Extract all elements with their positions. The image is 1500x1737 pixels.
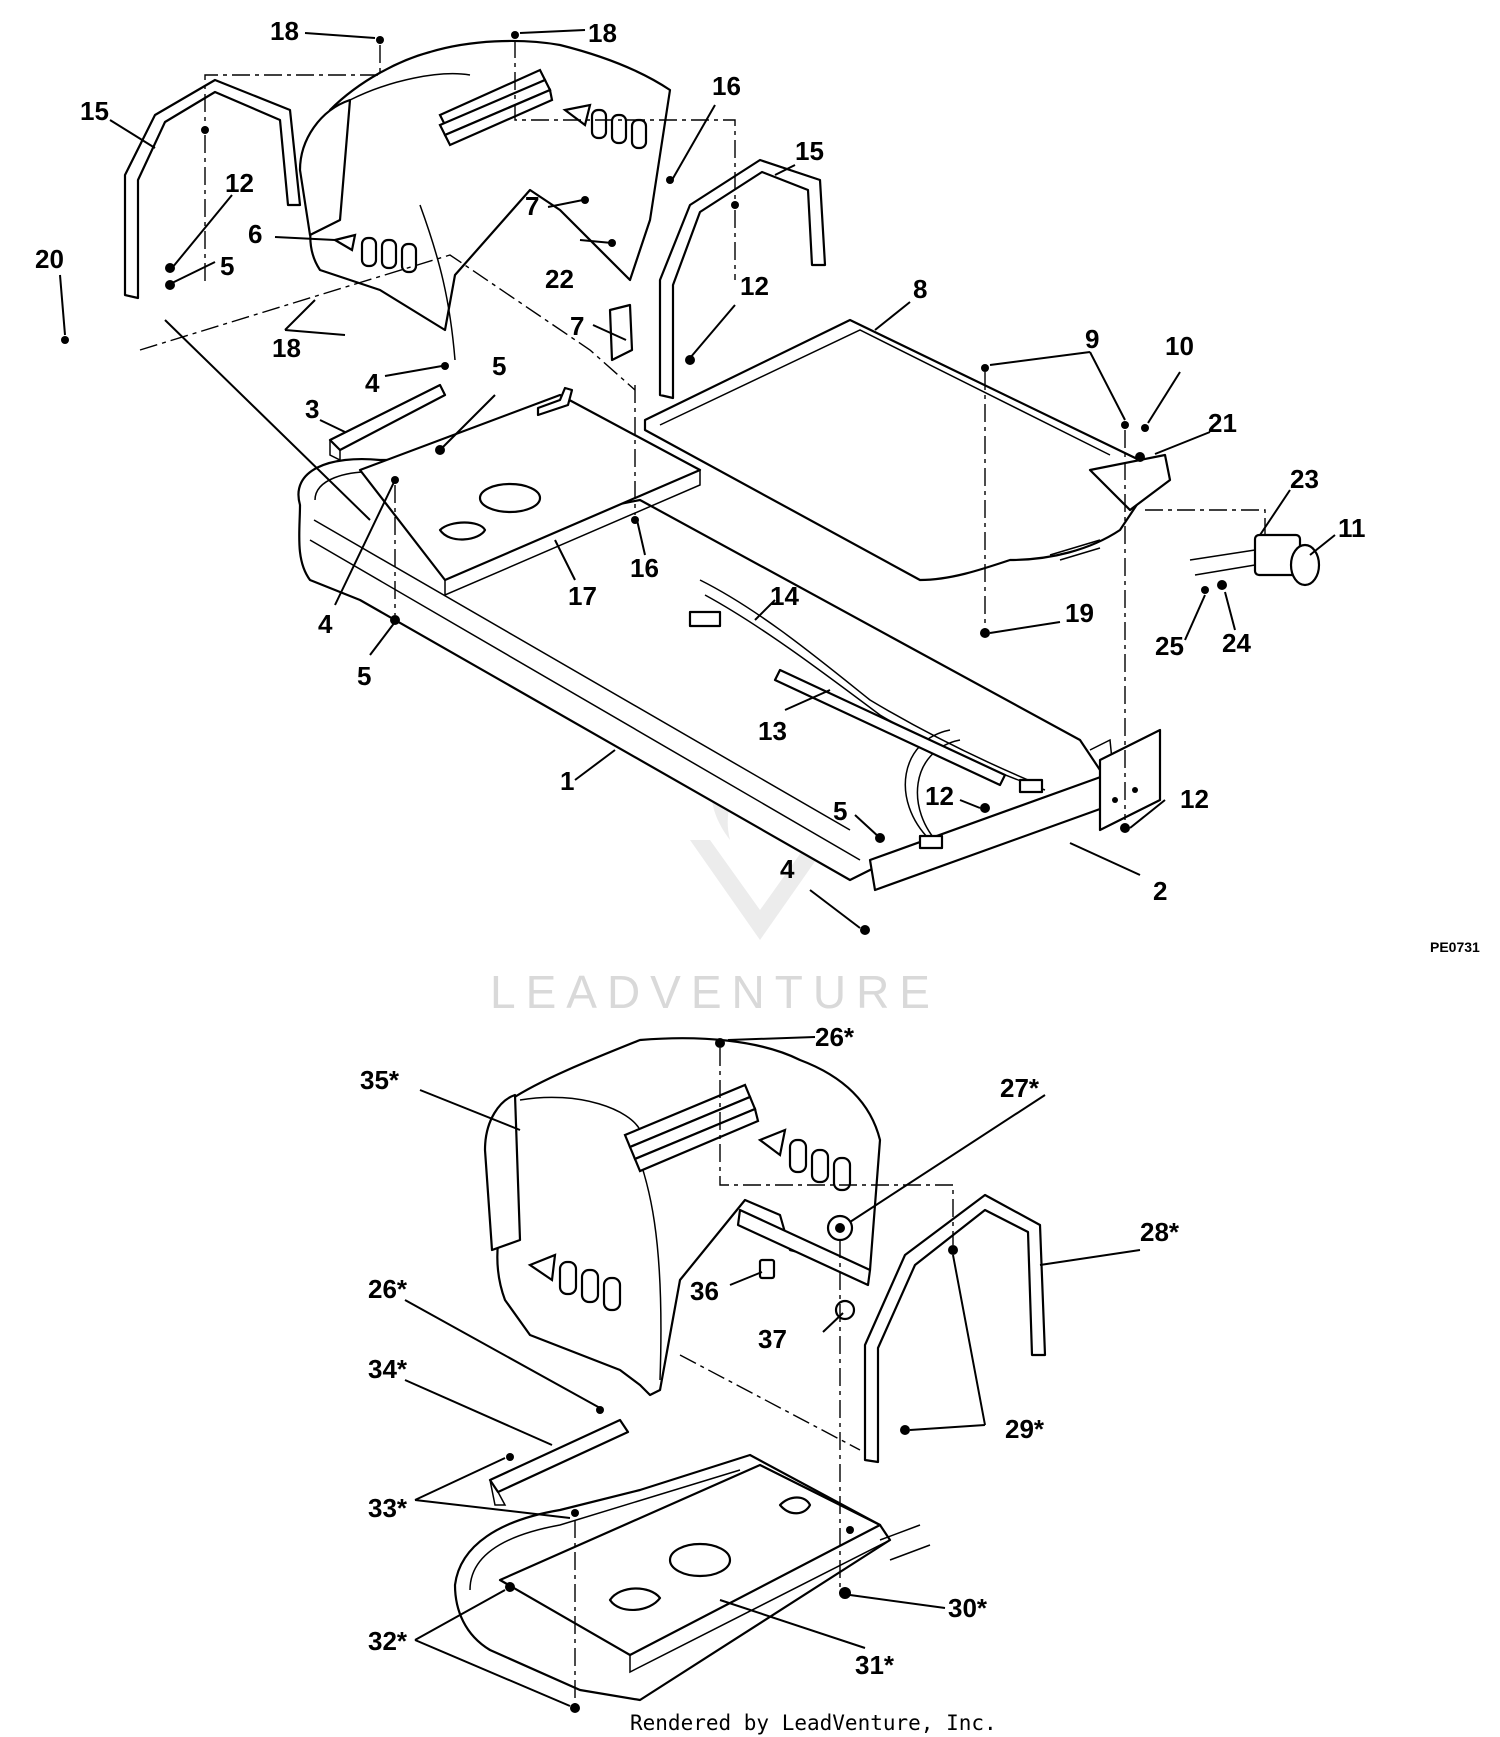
bar-13 <box>773 668 1007 787</box>
callout-36: 36 <box>690 1276 719 1306</box>
callout-35: 35* <box>360 1065 400 1095</box>
callout-7-b: 7 <box>570 311 584 341</box>
callout-1: 1 <box>560 766 574 796</box>
fender-6-drawing <box>298 39 672 361</box>
callout-32: 32* <box>368 1626 408 1656</box>
fender-bar-28 <box>863 1193 1047 1464</box>
callout-13: 13 <box>758 716 787 746</box>
harness-14 <box>688 579 1046 850</box>
leaders-lower <box>404 1036 1141 1707</box>
callout-30: 30* <box>948 1593 988 1623</box>
upper-assembly: 18 18 15 16 12 7 15 6 20 5 22 12 7 8 18 … <box>35 16 1480 955</box>
callout-18-b: 18 <box>588 18 617 48</box>
callout-6: 6 <box>248 219 262 249</box>
callout-31: 31* <box>855 1650 895 1680</box>
callout-23: 23 <box>1290 464 1319 494</box>
frame-2-end <box>1098 728 1162 832</box>
alignment-lines-lower <box>574 1048 954 1705</box>
bracket-34 <box>488 1418 630 1494</box>
rendered-by-credit: Rendered by LeadVenture, Inc. <box>630 1711 997 1735</box>
callout-9: 9 <box>1085 324 1099 354</box>
callout-37: 37 <box>758 1324 787 1354</box>
callout-26-b: 26* <box>368 1274 408 1304</box>
callout-16-b: 16 <box>630 553 659 583</box>
callout-5-a: 5 <box>220 251 234 281</box>
callout-15-a: 15 <box>80 96 109 126</box>
seat-frame-31-drawing <box>453 1453 931 1702</box>
callout-20: 20 <box>35 244 64 274</box>
fasteners-lower <box>505 1038 958 1713</box>
callout-11: 11 <box>1338 513 1366 543</box>
callout-27: 27* <box>1000 1073 1040 1103</box>
callout-4-c: 4 <box>780 854 795 884</box>
seat-plate-17-drawing <box>358 386 702 597</box>
callouts-lower: 26* 35* 27* 28* 36 37 26* 34* 29* 33* 30… <box>360 1022 1180 1680</box>
leaders-upper <box>59 29 1336 929</box>
callout-33: 33* <box>368 1493 408 1523</box>
fender-bar-15-right <box>658 158 827 400</box>
floor-plate-8-drawing <box>643 318 1172 582</box>
watermark-text: LEADVENTURE <box>490 966 940 1018</box>
callout-4-a: 4 <box>365 368 380 398</box>
switch-11-23 <box>1189 533 1321 587</box>
callout-17: 17 <box>568 581 597 611</box>
callout-14: 14 <box>770 581 799 611</box>
frame-1-drawing <box>297 458 1127 892</box>
callout-5-c: 5 <box>357 661 371 691</box>
callout-15-b: 15 <box>795 136 824 166</box>
fender-35-drawing <box>483 1037 882 1397</box>
callout-19: 19 <box>1065 598 1094 628</box>
callout-2: 2 <box>1153 876 1167 906</box>
callout-18-a: 18 <box>270 16 299 46</box>
callout-12-d: 12 <box>1180 784 1209 814</box>
callout-12-c: 12 <box>925 781 954 811</box>
fender-vent-slots <box>438 68 554 147</box>
callouts-upper: 18 18 15 16 12 7 15 6 20 5 22 12 7 8 18 … <box>35 16 1366 906</box>
callout-34: 34* <box>368 1354 408 1384</box>
callout-8: 8 <box>913 274 927 304</box>
callout-28: 28* <box>1140 1217 1180 1247</box>
callout-25: 25 <box>1155 631 1184 661</box>
callout-29: 29* <box>1005 1414 1045 1444</box>
callout-22: 22 <box>545 264 574 294</box>
bracket-3 <box>328 383 447 452</box>
lower-assembly: 26* 35* 27* 28* 36 37 26* 34* 29* 33* 30… <box>360 1022 1180 1713</box>
callout-5-d: 5 <box>833 796 847 826</box>
callout-12-b: 12 <box>740 271 769 301</box>
callout-12-a: 12 <box>225 168 254 198</box>
callout-21: 21 <box>1208 408 1237 438</box>
reference-code: PE0731 <box>1430 939 1480 955</box>
callout-26-a: 26* <box>815 1022 855 1052</box>
callout-24: 24 <box>1222 628 1251 658</box>
callout-10: 10 <box>1165 331 1194 361</box>
fender-bar-15-left <box>123 78 302 300</box>
callout-18-c: 18 <box>272 333 301 363</box>
callout-5-b: 5 <box>492 351 506 381</box>
callout-7-a: 7 <box>525 191 539 221</box>
callout-3: 3 <box>305 394 319 424</box>
callout-4-b: 4 <box>318 609 333 639</box>
callout-16-a: 16 <box>712 71 741 101</box>
